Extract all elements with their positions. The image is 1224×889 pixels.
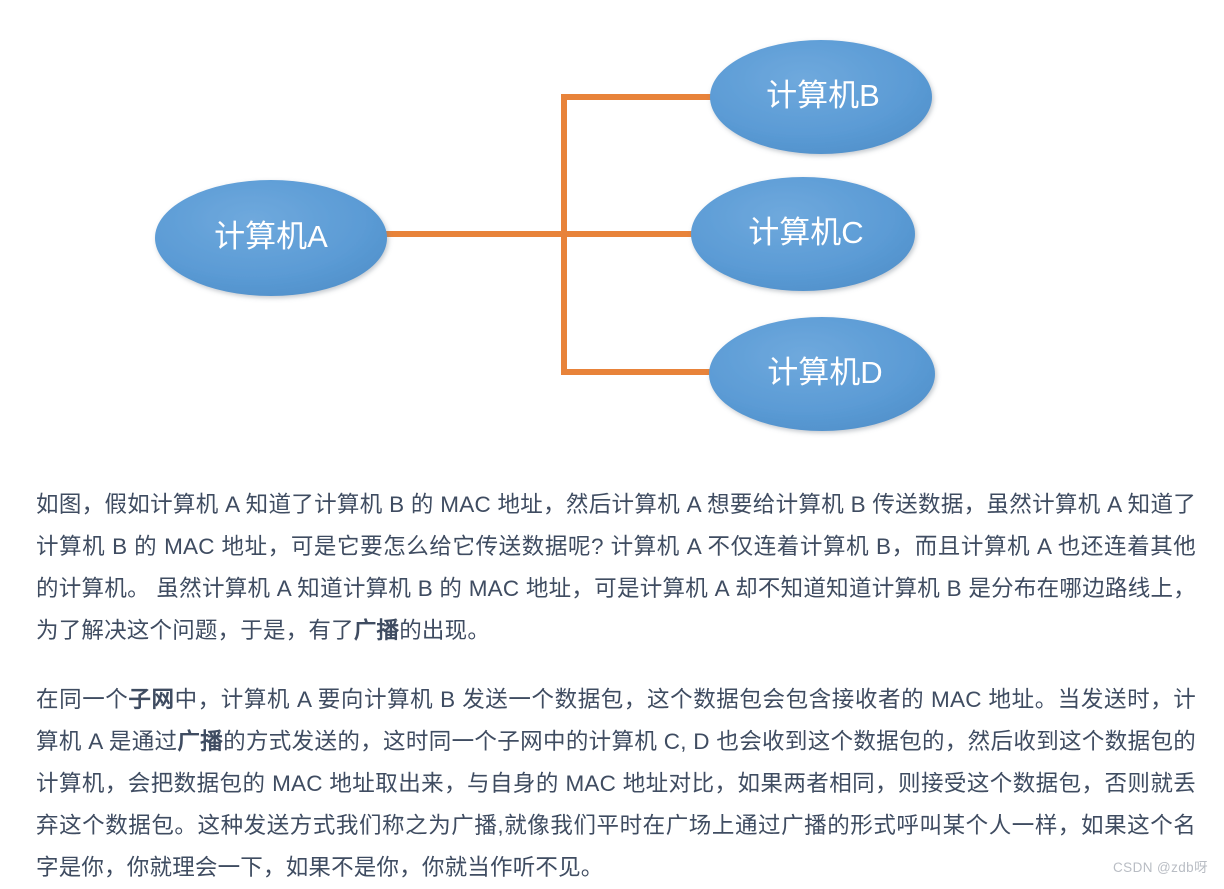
topology-svg: 计算机A 计算机B 计算机C 计算机D <box>155 40 935 431</box>
network-topology-diagram: 计算机A 计算机B 计算机C 计算机D <box>40 16 1224 456</box>
paragraph-2: 在同一个子网中，计算机 A 要向计算机 B 发送一个数据包，这个数据包会包含接收… <box>0 679 1224 889</box>
node-computer-b[interactable]: 计算机B <box>710 40 932 154</box>
node-d-ellipse <box>709 317 935 431</box>
emphasis-term: 广播 <box>177 729 224 754</box>
node-computer-a[interactable]: 计算机A <box>155 180 387 296</box>
paragraph-1: 如图，假如计算机 A 知道了计算机 B 的 MAC 地址，然后计算机 A 想要给… <box>0 484 1224 652</box>
connector-lines <box>380 94 718 375</box>
csdn-watermark: CSDN @zdb呀 <box>1113 860 1208 875</box>
node-a-label: 计算机A <box>214 219 328 254</box>
node-c-label: 计算机C <box>748 215 863 250</box>
node-c-ellipse <box>691 177 915 291</box>
emphasis-term: 广播 <box>353 618 400 643</box>
node-a-ellipse <box>155 180 387 296</box>
text-run: 如图，假如计算机 A 知道了计算机 B 的 MAC 地址，然后计算机 A 想要给… <box>36 492 1196 643</box>
text-run: 的出现。 <box>399 618 491 643</box>
node-computer-c[interactable]: 计算机C <box>691 177 915 291</box>
article-body: 如图，假如计算机 A 知道了计算机 B 的 MAC 地址，然后计算机 A 想要给… <box>0 456 1224 889</box>
node-d-label: 计算机D <box>767 355 882 390</box>
node-computer-d[interactable]: 计算机D <box>709 317 935 431</box>
node-b-ellipse <box>710 40 932 154</box>
emphasis-term: 子网 <box>128 687 175 712</box>
text-run: 中，计算机 A 要向计算机 B 发送一个数据包，这个数据包会包含接收者的 MAC… <box>36 687 1196 754</box>
text-run: 在同一个 <box>36 687 129 712</box>
node-b-label: 计算机B <box>766 78 880 113</box>
